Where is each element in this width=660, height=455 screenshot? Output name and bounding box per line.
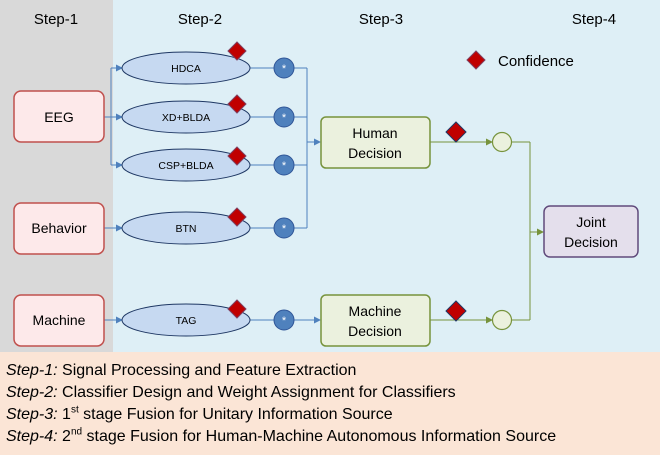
classifier-btn: BTN — [121, 211, 251, 245]
step3-description: Step-3: 1st stage Fusion for Unitary Inf… — [6, 404, 654, 426]
step1-description: Step-1: Signal Processing and Feature Ex… — [6, 360, 654, 382]
human-decision-label-line2: Decision — [348, 145, 402, 161]
weight-node-csp-blda: * — [273, 154, 295, 176]
legend-diamond-icon — [466, 50, 486, 70]
step1-header: Step-1 — [34, 11, 78, 28]
weight-symbol: * — [282, 160, 287, 172]
classifier-hdca: HDCA — [121, 51, 251, 85]
confidence-diamond-icon — [445, 300, 467, 322]
source-machine: Machine — [13, 294, 105, 347]
machine-decision-box: Machine Decision — [320, 294, 431, 347]
human-fusion-node — [491, 131, 513, 153]
human-decision-label-line1: Human — [352, 125, 397, 141]
step3-description-label: Step-3: — [6, 406, 58, 423]
legend-confidence: Confidence — [466, 50, 574, 70]
joint-decision-box: Joint Decision — [543, 205, 639, 258]
step4-description-ordinal-suffix: nd — [70, 426, 83, 438]
machine-decision-label-line2: Decision — [348, 323, 402, 339]
confidence-diamond-icon — [227, 41, 247, 61]
weight-node-btn: * — [273, 217, 295, 239]
step4-header: Step-4 — [572, 11, 616, 28]
weight-symbol: * — [282, 223, 287, 235]
step4-description-label: Step-4: — [6, 428, 58, 445]
weight-node-tag: * — [273, 309, 295, 331]
confidence-diamond-icon — [227, 207, 247, 227]
confidence-diamond-icon — [227, 94, 247, 114]
step2-description-label: Step-2: — [6, 384, 58, 401]
step3-description-text: stage Fusion for Unitary Information Sou… — [78, 406, 393, 423]
step1-description-label: Step-1: — [6, 362, 58, 379]
step1-column-background — [0, 0, 113, 352]
confidence-diamond-icon — [445, 121, 467, 143]
step4-description: Step-4: 2nd stage Fusion for Human-Machi… — [6, 426, 654, 448]
fusion-diagram: Step-1 Step-2 Step-3 Step-4 Confidence — [0, 0, 660, 352]
joint-decision-label-line2: Decision — [564, 234, 618, 250]
classifier-xd-blda: XD+BLDA — [121, 100, 251, 134]
classifier-hdca-label: HDCA — [171, 63, 201, 75]
step2-description-text: Classifier Design and Weight Assignment … — [57, 384, 456, 401]
step3-description-ordinal-suffix: st — [70, 404, 79, 416]
weight-symbol: * — [282, 63, 287, 75]
source-machine-label: Machine — [33, 312, 86, 328]
classifier-csp-blda-label: CSP+BLDA — [158, 160, 213, 172]
source-behavior-label: Behavior — [31, 220, 87, 236]
step3-description-ordinal: 1 — [57, 406, 71, 423]
classifier-tag: TAG — [121, 303, 251, 337]
fusion-lines — [430, 138, 544, 324]
weight-symbol: * — [282, 315, 287, 327]
step-descriptions: Step-1: Signal Processing and Feature Ex… — [0, 352, 660, 455]
step2-description: Step-2: Classifier Design and Weight Ass… — [6, 382, 654, 404]
machine-fusion-node — [491, 309, 513, 331]
connector-lines — [104, 64, 321, 324]
weight-node-hdca: * — [273, 57, 295, 79]
step3-header: Step-3 — [359, 11, 403, 28]
machine-decision-label-line1: Machine — [349, 303, 402, 319]
source-eeg-label: EEG — [44, 109, 74, 125]
source-eeg: EEG — [13, 90, 105, 143]
source-behavior: Behavior — [13, 202, 105, 255]
classifier-csp-blda: CSP+BLDA — [121, 148, 251, 182]
weight-symbol: * — [282, 112, 287, 124]
step1-description-text: Signal Processing and Feature Extraction — [57, 362, 357, 379]
step2-header: Step-2 — [178, 11, 222, 28]
classifier-tag-label: TAG — [176, 315, 197, 327]
classifier-xd-blda-label: XD+BLDA — [162, 112, 210, 124]
step4-description-text: stage Fusion for Human-Machine Autonomou… — [82, 428, 557, 445]
human-decision-box: Human Decision — [320, 116, 431, 169]
weight-node-xd-blda: * — [273, 106, 295, 128]
legend-label: Confidence — [498, 53, 574, 70]
confidence-diamond-icon — [227, 299, 247, 319]
step4-description-ordinal: 2 — [57, 428, 71, 445]
joint-decision-label-line1: Joint — [576, 214, 606, 230]
classifier-btn-label: BTN — [176, 223, 197, 235]
confidence-diamond-icon — [227, 146, 247, 166]
